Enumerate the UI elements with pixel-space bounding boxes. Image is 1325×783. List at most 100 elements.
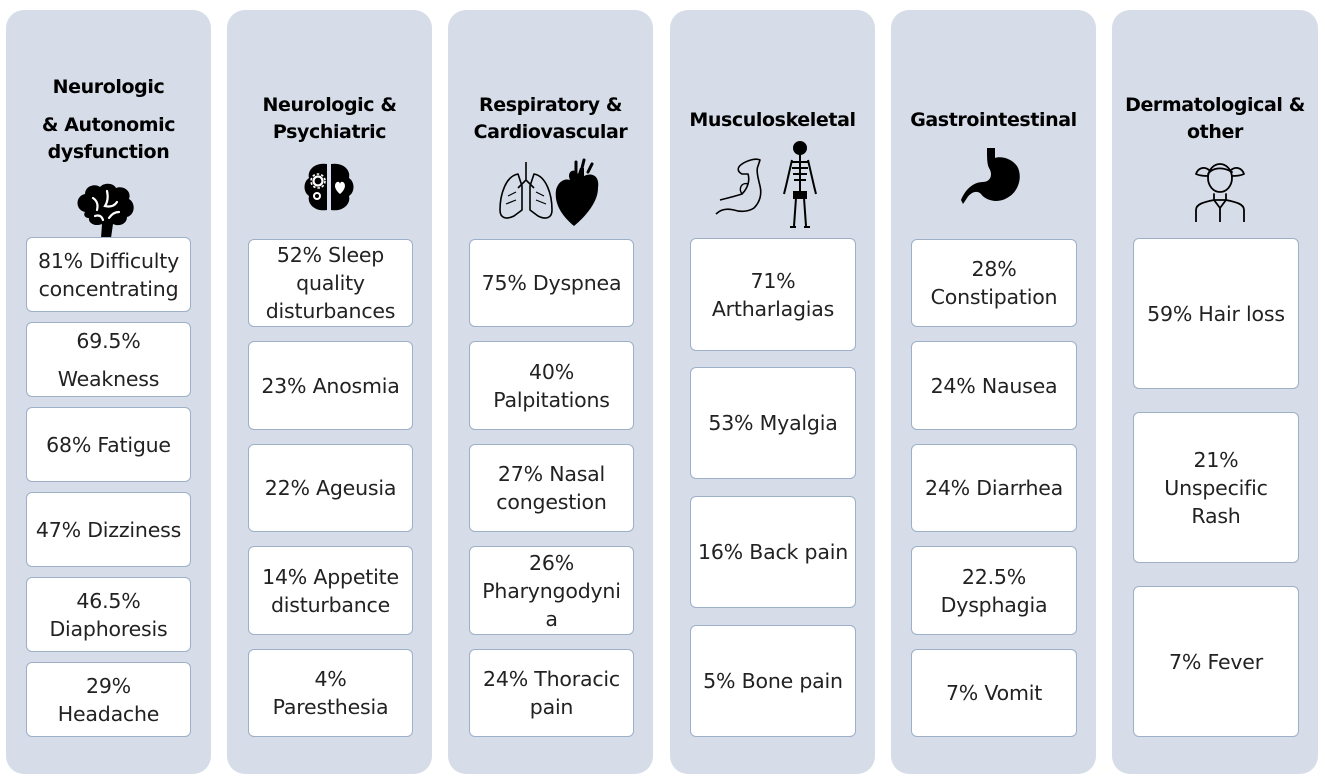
symptom-card: 24% Diarrhea bbox=[911, 444, 1077, 532]
symptom-line: Pharyngodyni bbox=[482, 578, 621, 603]
symptom-line: congestion bbox=[496, 490, 607, 514]
symptom-card: 68% Fatigue bbox=[26, 407, 191, 482]
symptom-card: 47% Dizziness bbox=[26, 492, 191, 567]
symptom-line: Rash bbox=[1191, 503, 1241, 528]
symptom-card: 24% Thoracic pain bbox=[469, 649, 634, 737]
symptom-card: 40% Palpitations bbox=[469, 341, 634, 430]
symptom-line: 53% Myalgia bbox=[708, 411, 838, 435]
title-line: dysfunction bbox=[47, 141, 170, 163]
title-line: Neurologic & bbox=[262, 94, 397, 116]
lungs-heart-icon bbox=[499, 158, 599, 226]
symptom-card: 22% Ageusia bbox=[248, 444, 413, 532]
symptom-card: 29% Headache bbox=[26, 662, 191, 737]
symptom-card: 14% Appetite disturbance bbox=[248, 546, 413, 635]
symptom-line: 24% Thoracic bbox=[483, 667, 620, 691]
title-line: & Autonomic bbox=[41, 114, 176, 136]
symptom-line: 23% Anosmia bbox=[261, 373, 400, 398]
symptom-line: quality bbox=[296, 271, 365, 295]
symptom-line: Weakness bbox=[57, 366, 160, 391]
symptom-line: 81% Difficulty bbox=[37, 248, 180, 273]
symptom-card: 53% Myalgia bbox=[690, 367, 856, 479]
brain-icon bbox=[77, 183, 134, 238]
symptom-line: Constipation bbox=[930, 285, 1058, 309]
symptom-line: 4% bbox=[314, 667, 347, 691]
symptom-line: 59% Hair loss bbox=[1147, 301, 1285, 326]
symptom-line: Artharlagias bbox=[711, 296, 835, 321]
symptom-line: pain bbox=[529, 695, 574, 719]
symptom-line: 69.5% bbox=[76, 328, 141, 353]
symptom-line: 7% Fever bbox=[1169, 649, 1263, 674]
column-title: Neurologic & Autonomic dysfunction bbox=[6, 74, 211, 166]
column-musculoskeletal: Musculoskeletal 71% Artharlagias 53% Myal… bbox=[670, 10, 875, 774]
title-line: Musculoskeletal bbox=[689, 109, 856, 131]
column-title: Musculoskeletal bbox=[670, 107, 875, 134]
symptom-card: 52% Sleep quality disturbances bbox=[248, 239, 413, 327]
symptom-line: 27% Nasal bbox=[497, 462, 606, 486]
column-respiratory-cardiovascular: Respiratory & Cardiovascular 75% Dyspnea… bbox=[448, 10, 653, 774]
symptom-line: 40% bbox=[529, 359, 574, 384]
symptom-card: 46.5%Diaphoresis bbox=[26, 577, 191, 652]
symptom-line: 21% bbox=[1193, 447, 1239, 472]
symptom-line: Diaphoresis bbox=[49, 616, 168, 641]
symptom-line: 24% Nausea bbox=[930, 373, 1058, 398]
symptom-card: 24% Nausea bbox=[911, 341, 1077, 430]
title-line: Neurologic bbox=[52, 76, 165, 98]
symptom-line: Headache bbox=[57, 701, 160, 726]
symptom-card: 7% Vomit bbox=[911, 649, 1077, 737]
symptom-line: Paresthesia bbox=[272, 695, 389, 719]
column-dermatological-other: Dermatological & other 59% Hair loss 21%… bbox=[1112, 10, 1318, 774]
symptom-card: 7% Fever bbox=[1133, 586, 1299, 737]
symptom-line: 22% Ageusia bbox=[264, 476, 397, 500]
symptom-card: 75% Dyspnea bbox=[469, 239, 634, 327]
symptom-line: 16% Back pain bbox=[697, 540, 849, 564]
symptom-line: 68% Fatigue bbox=[46, 432, 171, 457]
column-title: Neurologic & Psychiatric bbox=[227, 92, 432, 146]
symptom-card: 16% Back pain bbox=[690, 496, 856, 608]
symptom-line: 14% Appetite bbox=[262, 564, 399, 589]
symptom-line: 29% bbox=[86, 673, 131, 698]
symptom-card: 69.5% Weakness bbox=[26, 322, 191, 397]
muscle-skeleton-icon bbox=[715, 141, 817, 228]
symptom-card: 22.5% Dysphagia bbox=[911, 546, 1077, 635]
column-title: Respiratory & Cardiovascular bbox=[448, 92, 653, 146]
title-line: Psychiatric bbox=[272, 121, 387, 143]
title-line: Gastrointestinal bbox=[910, 109, 1077, 131]
symptom-line: 26% bbox=[529, 550, 574, 575]
symptom-line: 28% bbox=[971, 257, 1017, 281]
stomach-icon bbox=[961, 148, 1020, 204]
symptom-card: 81% Difficulty concentrating bbox=[26, 237, 191, 312]
title-line: Cardiovascular bbox=[473, 121, 628, 143]
symptom-line: 75% Dyspnea bbox=[481, 271, 622, 295]
symptom-card: 5% Bone pain bbox=[690, 625, 856, 737]
symptom-line: 47% Dizziness bbox=[35, 517, 182, 542]
symptom-line: 71% bbox=[750, 268, 796, 293]
symptom-line: disturbances bbox=[265, 299, 396, 323]
title-line: other bbox=[1187, 121, 1243, 143]
symptom-line: Dysphagia bbox=[940, 592, 1048, 617]
column-title: Dermatological & other bbox=[1112, 92, 1318, 146]
symptom-card: 71% Artharlagias bbox=[690, 238, 856, 351]
title-line: Dermatological & bbox=[1125, 94, 1305, 116]
symptom-card: 23% Anosmia bbox=[248, 341, 413, 430]
column-gastrointestinal: Gastrointestinal 28% Constipation 24% Nau… bbox=[891, 10, 1096, 774]
symptom-line: Unspecific bbox=[1164, 475, 1268, 500]
symptom-card: 4% Paresthesia bbox=[248, 649, 413, 737]
symptom-line: concentrating bbox=[38, 276, 179, 301]
symptom-line: 52% Sleep bbox=[276, 243, 385, 267]
symptom-card: 28% Constipation bbox=[911, 239, 1077, 327]
person-hair-icon bbox=[1195, 163, 1245, 222]
symptom-line: 7% Vomit bbox=[945, 681, 1043, 705]
symptom-card: 27% Nasal congestion bbox=[469, 444, 634, 532]
symptom-card: 59% Hair loss bbox=[1133, 238, 1299, 389]
column-neurologic-psychiatric: Neurologic & Psychiatric 52% Sleep qualit… bbox=[227, 10, 432, 774]
column-neurologic-autonomic: Neurologic & Autonomic dysfunction 81% D… bbox=[6, 10, 211, 774]
symptom-line: 5% Bone pain bbox=[703, 669, 843, 693]
symptom-line: disturbance bbox=[270, 592, 391, 617]
column-title: Gastrointestinal bbox=[891, 107, 1096, 134]
symptom-line: Palpitations bbox=[493, 387, 610, 412]
title-line: Respiratory & bbox=[478, 94, 622, 116]
symptom-line: 24% Diarrhea bbox=[924, 476, 1064, 500]
symptom-line: 22.5% bbox=[961, 564, 1027, 589]
